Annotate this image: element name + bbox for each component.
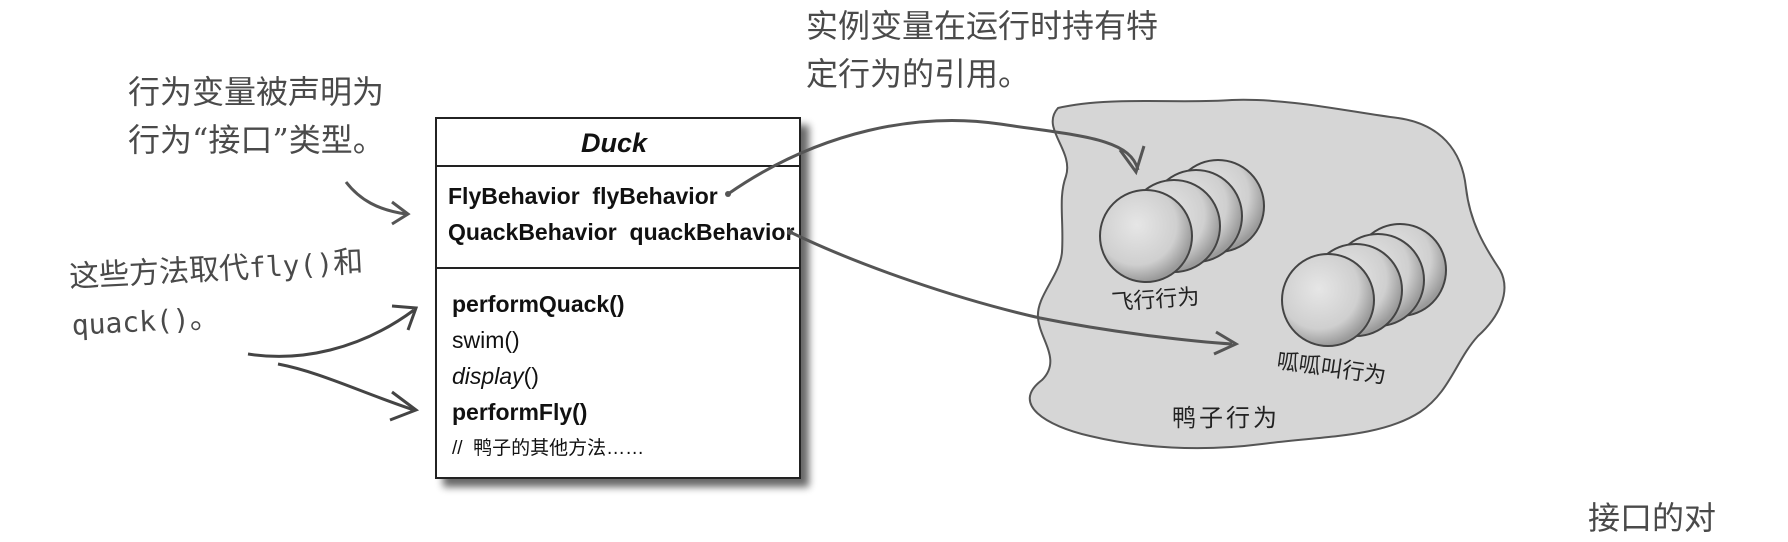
quack-connector-dot — [787, 229, 793, 235]
methods-arrowhead-quack — [391, 304, 419, 331]
fly-behavior-arrow — [727, 119, 1140, 196]
method-display-parens: () — [524, 363, 539, 389]
declared-as-line-2: 行为“接口”类型。 — [128, 121, 385, 159]
instance-vars-line-2: 定行为的引用。 — [806, 55, 1031, 93]
field-quack-behavior: QuackBehavior quackBehavior — [448, 219, 794, 245]
fly-behavior-stack — [1099, 159, 1265, 283]
fly-code: fly() — [248, 247, 335, 285]
duck-class-box — [435, 117, 801, 479]
declared-as-note: 行为变量被声明为 行为“接口”类型。 — [128, 68, 385, 164]
quack-code: quack() — [70, 302, 191, 342]
quack-arrowhead — [1213, 330, 1240, 356]
quack-behavior-arrow — [789, 230, 1233, 346]
field-fly-behavior: FlyBehavior flyBehavior — [448, 183, 718, 209]
diagram-canvas: 飞行行为 呱呱叫行为 鸭子行为 Duck FlyBehavior flyBeha… — [247, 98, 1506, 479]
methods-arrowhead-fly — [389, 390, 420, 422]
methods-arrow-to-quack — [247, 308, 415, 358]
declared-as-arrow — [344, 181, 407, 216]
class-name: Duck — [581, 128, 649, 158]
methods-replace-note: 这些方法取代fly()和 quack()。 — [68, 239, 367, 350]
method-swim: swim() — [452, 327, 520, 353]
fly-arrowhead — [1118, 145, 1146, 176]
fly-behavior-label: 飞行行为 — [1111, 285, 1201, 316]
method-display-name: display — [452, 363, 525, 389]
declared-as-line-1: 行为变量被声明为 — [128, 73, 385, 111]
methods-replace-and: 和 — [332, 244, 365, 282]
method-perform-fly: performFly() — [452, 399, 587, 425]
declared-as-arrowhead — [391, 200, 411, 226]
method-perform-quack: performQuack() — [452, 291, 625, 317]
method-display: display() — [452, 363, 539, 389]
methods-replace-prefix: 这些方法取代 — [68, 250, 250, 295]
quack-behavior-stack — [1281, 223, 1447, 347]
duck-behaviors-label: 鸭子行为 — [1172, 404, 1280, 432]
method-other-comment: // 鸭子的其他方法…… — [452, 437, 644, 459]
bottom-partial-note: 接口的对 — [1588, 499, 1717, 537]
fly-connector-dot — [725, 191, 731, 197]
instance-vars-line-1: 实例变量在运行时持有特 — [806, 7, 1159, 45]
instance-vars-note: 实例变量在运行时持有特 定行为的引用。 — [806, 2, 1158, 98]
methods-replace-end: 。 — [188, 300, 221, 337]
methods-arrow-to-fly — [277, 362, 415, 412]
